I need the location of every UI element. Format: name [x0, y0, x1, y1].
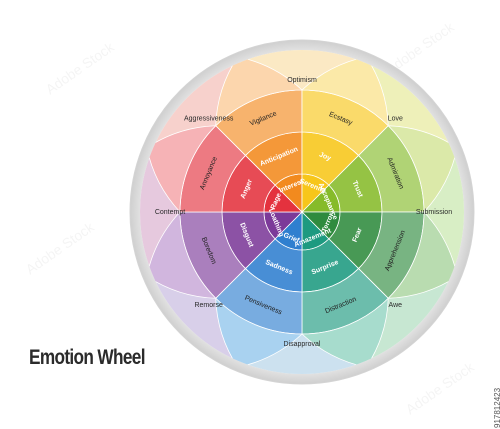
- dyad-label-optimism: Optimism: [287, 77, 317, 84]
- label-joy: Joy: [318, 151, 332, 162]
- petal-trust-tip: [387, 125, 458, 214]
- dyad-label-contempt: Contempt: [155, 209, 185, 216]
- petal-sadness-tip: [215, 297, 304, 368]
- petal-surprise-tip: [300, 297, 389, 368]
- petal-joy-tip: [300, 56, 389, 127]
- petal-fear-tip: [387, 210, 458, 299]
- page-title: Emotion Wheel: [29, 346, 146, 369]
- petal-disgust-tip: [146, 210, 217, 299]
- dyad-label-awe: Awe: [389, 302, 403, 309]
- dyad-label-disapproval: Disapproval: [284, 341, 321, 348]
- petal-anger-tip: [146, 125, 217, 214]
- dyad-label-submission: Submission: [416, 209, 452, 216]
- dyad-label-aggressiveness: Aggressiveness: [184, 116, 234, 123]
- dyad-label-love: Love: [388, 116, 403, 123]
- dyad-label-remorse: Remorse: [194, 302, 223, 309]
- stock-id-label: 917812423: [493, 387, 500, 428]
- petal-anticipation-tip: [215, 56, 304, 127]
